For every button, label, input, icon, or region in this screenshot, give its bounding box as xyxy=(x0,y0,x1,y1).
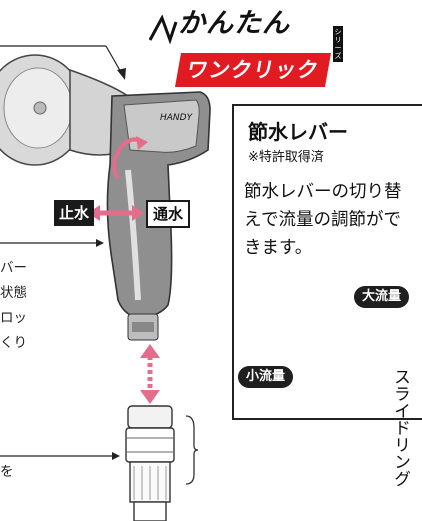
label-flow: 通水 xyxy=(146,200,191,228)
badge-large-flow: 大流量 xyxy=(354,286,410,308)
left-fragment: バー xyxy=(0,260,27,276)
label-slide-ring: スライドリング xyxy=(390,368,410,487)
left-fragment: ロッ xyxy=(0,310,27,326)
hand-logo xyxy=(148,14,178,45)
spray-head xyxy=(0,54,129,166)
info-body: 節水レバーの切り替えで流量の調節ができます。 xyxy=(244,182,402,258)
left-fragment: を xyxy=(0,464,14,480)
logo-banner: ワンクリック xyxy=(175,53,331,87)
hose-connector xyxy=(125,405,175,521)
logo-series-tag: シリーズ xyxy=(333,26,343,62)
badge-small-flow: 小流量 xyxy=(238,366,294,388)
info-note: ※特許取得済 xyxy=(248,150,324,165)
brand-mark: HANDY xyxy=(160,113,194,123)
logo-title: かんたん xyxy=(178,8,290,39)
left-fragment: くり xyxy=(0,335,27,351)
left-fragment: 状態 xyxy=(0,285,27,301)
label-stop: 止水 xyxy=(54,200,95,226)
slide-ring-bracket xyxy=(185,415,199,485)
info-title: 節水レバー xyxy=(248,120,348,144)
connect-arrow xyxy=(140,344,160,404)
